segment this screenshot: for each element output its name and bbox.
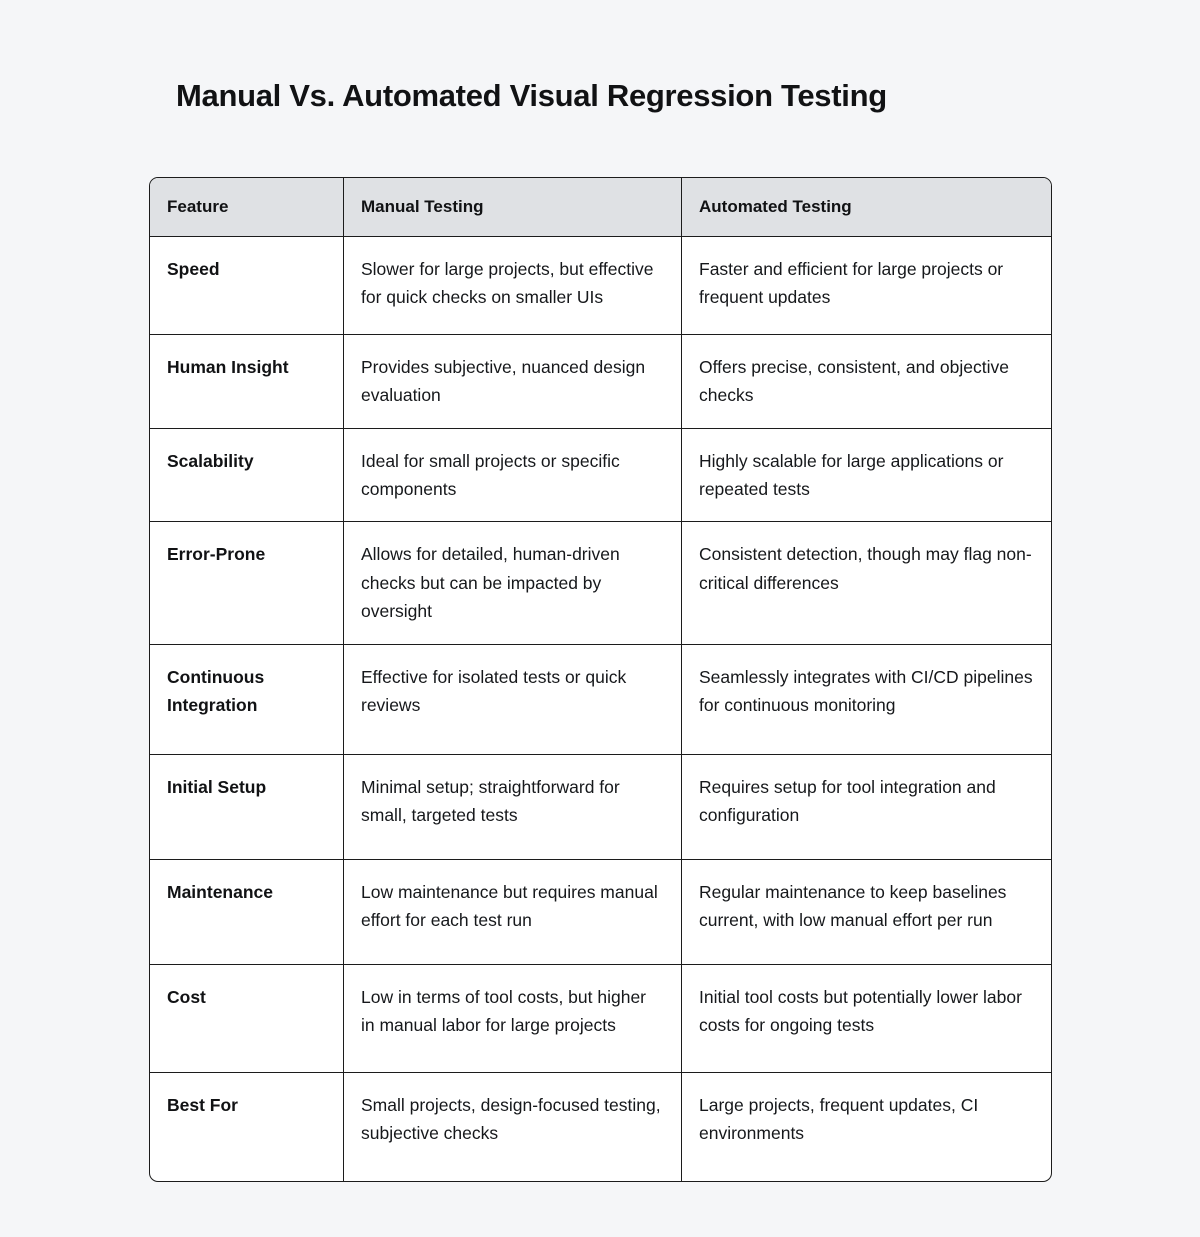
table-row: Maintenance Low maintenance but requires… bbox=[150, 859, 1051, 965]
cell-automated: Faster and efficient for large projects … bbox=[682, 237, 1051, 336]
cell-manual: Provides subjective, nuanced design eval… bbox=[344, 335, 682, 429]
cell-manual: Minimal setup; straightforward for small… bbox=[344, 754, 682, 860]
cell-feature: Initial Setup bbox=[150, 754, 344, 860]
table-row: Scalability Ideal for small projects or … bbox=[150, 428, 1051, 523]
cell-automated: Requires setup for tool integration and … bbox=[682, 755, 1051, 860]
cell-feature: Speed bbox=[150, 237, 344, 336]
table-row: Continuous Integration Effective for iso… bbox=[150, 644, 1051, 755]
cell-feature: Maintenance bbox=[150, 859, 344, 965]
column-header-automated-testing: Automated Testing bbox=[682, 178, 1051, 238]
table-row: Error-Prone Allows for detailed, human-d… bbox=[150, 522, 1051, 645]
table-row: Best For Small projects, design-focused … bbox=[150, 1072, 1051, 1181]
column-header-feature: Feature bbox=[150, 178, 344, 238]
cell-automated: Seamlessly integrates with CI/CD pipelin… bbox=[682, 645, 1051, 755]
cell-manual: Ideal for small projects or specific com… bbox=[344, 428, 682, 523]
table-row: Cost Low in terms of tool costs, but hig… bbox=[150, 964, 1051, 1073]
cell-feature: Human Insight bbox=[150, 335, 344, 429]
cell-automated: Regular maintenance to keep baselines cu… bbox=[682, 860, 1051, 965]
cell-manual: Low maintenance but requires manual effo… bbox=[344, 859, 682, 965]
cell-feature: Continuous Integration bbox=[150, 644, 344, 755]
cell-automated: Offers precise, consistent, and objectiv… bbox=[682, 335, 1051, 429]
cell-manual: Small projects, design-focused testing, … bbox=[344, 1072, 682, 1181]
cell-feature: Error-Prone bbox=[150, 522, 344, 645]
table-body: Speed Slower for large projects, but eff… bbox=[150, 237, 1051, 1181]
page-title: Manual Vs. Automated Visual Regression T… bbox=[176, 78, 887, 113]
cell-automated: Initial tool costs but potentially lower… bbox=[682, 965, 1051, 1073]
cell-feature: Cost bbox=[150, 964, 344, 1073]
cell-automated: Consistent detection, though may flag no… bbox=[682, 522, 1051, 645]
cell-manual: Effective for isolated tests or quick re… bbox=[344, 644, 682, 755]
table-row: Human Insight Provides subjective, nuanc… bbox=[150, 335, 1051, 429]
table-header-row: Feature Manual Testing Automated Testing bbox=[150, 178, 1051, 238]
cell-manual: Low in terms of tool costs, but higher i… bbox=[344, 964, 682, 1073]
cell-feature: Best For bbox=[150, 1072, 344, 1181]
table-row: Initial Setup Minimal setup; straightfor… bbox=[150, 754, 1051, 860]
comparison-table: Feature Manual Testing Automated Testing… bbox=[149, 177, 1052, 1182]
cell-manual: Allows for detailed, human-driven checks… bbox=[344, 522, 682, 645]
cell-automated: Large projects, frequent updates, CI env… bbox=[699, 1094, 979, 1143]
cell-manual: Slower for large projects, but effective… bbox=[344, 237, 682, 336]
cell-feature: Scalability bbox=[150, 428, 344, 523]
column-header-manual-testing: Manual Testing bbox=[344, 178, 682, 238]
table-row: Speed Slower for large projects, but eff… bbox=[150, 237, 1051, 336]
comparison-table-container: Feature Manual Testing Automated Testing… bbox=[149, 177, 1052, 1182]
table-header: Feature Manual Testing Automated Testing bbox=[150, 178, 1051, 238]
cell-automated: Highly scalable for large applications o… bbox=[682, 429, 1051, 523]
